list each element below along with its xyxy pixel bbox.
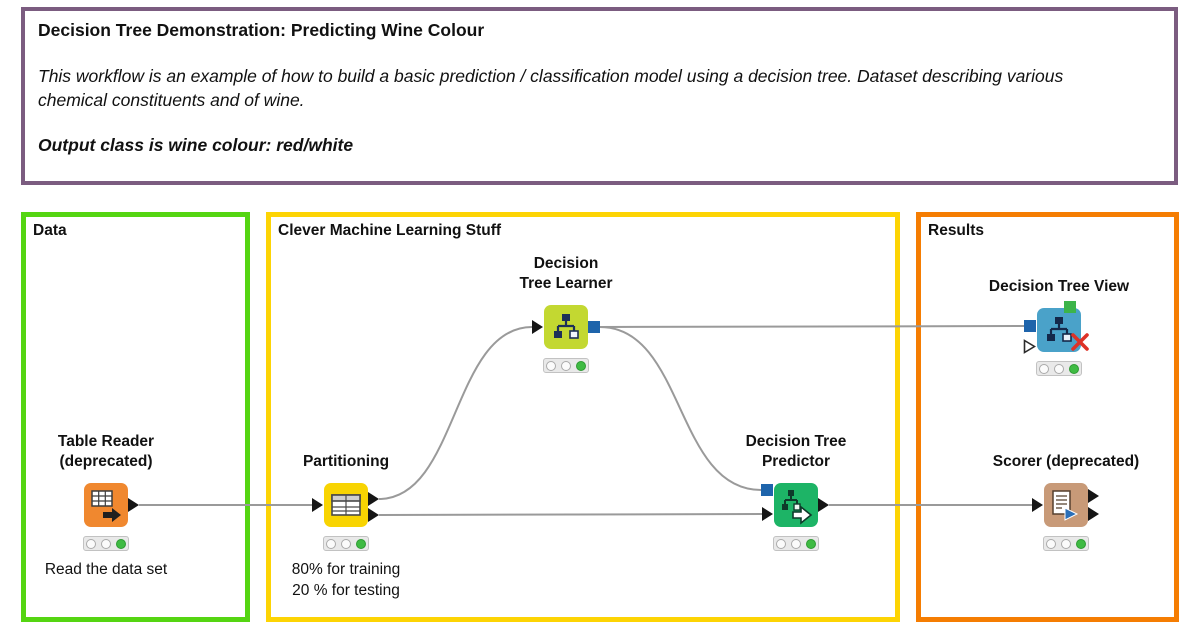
status-dot-green [116, 538, 126, 549]
input-port[interactable] [312, 498, 323, 512]
output-port[interactable] [818, 498, 829, 512]
caption-line: Read the data set [44, 561, 168, 578]
view-output-port[interactable] [1064, 301, 1076, 313]
output-port[interactable] [128, 498, 139, 512]
status-dot [776, 538, 786, 549]
node-partitioning: Partitioning 80% for training 20 % for t… [292, 453, 401, 599]
node-label-line: Decision Tree View [988, 278, 1130, 295]
node-label-line: Predictor [761, 453, 831, 470]
output-port-bottom[interactable] [368, 508, 379, 522]
node-decision-tree-view: Decision Tree View [989, 278, 1129, 376]
node-decision-tree-predictor: Decision Tree Predictor [746, 433, 846, 551]
decision-tree-predictor-icon[interactable] [774, 483, 818, 527]
status-dot [101, 538, 111, 549]
status-dot-green [356, 538, 366, 549]
caption-line: 20 % for testing [292, 582, 400, 599]
output-port-top[interactable] [368, 492, 379, 506]
traffic-light-status [323, 536, 369, 551]
status-dot-green [576, 360, 586, 371]
group-label-results: Results [928, 222, 984, 239]
status-dot [326, 538, 336, 549]
node-label-decision-tree-learner: Decision Tree Learner [471, 254, 661, 294]
status-dot [1054, 363, 1064, 374]
traffic-light-status [1036, 361, 1082, 376]
group-label-data: Data [33, 222, 67, 239]
node-label-partitioning: Partitioning [251, 452, 441, 472]
node-label-table-reader: Table Reader (deprecated) [11, 432, 201, 472]
node-table-reader: Table Reader (deprecated) Read the data … [45, 433, 167, 578]
group-box-machine-learning[interactable]: Clever Machine Learning Stuff [266, 212, 900, 622]
annotation-footer: Output class is wine colour: red/white [38, 135, 354, 155]
traffic-light-status [543, 358, 589, 373]
status-dot-green [806, 538, 816, 549]
workflow-annotation[interactable]: Decision Tree Demonstration: Predicting … [21, 7, 1178, 185]
annotation-title: Decision Tree Demonstration: Predicting … [38, 20, 485, 40]
annotation-body: This workflow is an example of how to bu… [38, 66, 1064, 110]
status-dot-green [1076, 538, 1086, 549]
status-dot [86, 538, 96, 549]
node-caption: 80% for training 20 % for testing [241, 559, 451, 601]
status-dot [1061, 538, 1071, 549]
node-decision-tree-learner: Decision Tree Learner [519, 255, 613, 373]
table-reader-icon[interactable] [84, 483, 128, 527]
output-port-top[interactable] [1088, 489, 1099, 503]
node-label-line: Tree Learner [519, 275, 613, 292]
traffic-light-status [773, 536, 819, 551]
node-label-line: Table Reader [57, 433, 155, 450]
status-dot [341, 538, 351, 549]
model-output-port[interactable] [588, 321, 600, 333]
node-label-line: Decision [533, 255, 599, 272]
model-input-port[interactable] [761, 484, 773, 496]
node-scorer: Scorer (deprecated) [993, 453, 1139, 551]
input-port[interactable] [762, 507, 773, 521]
input-port[interactable] [532, 320, 543, 334]
status-dot [1039, 363, 1049, 374]
status-dot [546, 360, 556, 371]
traffic-light-status [83, 536, 129, 551]
model-input-port[interactable] [1024, 320, 1036, 332]
error-x-icon [1070, 332, 1090, 352]
status-dot [791, 538, 801, 549]
group-label-machine-learning: Clever Machine Learning Stuff [278, 222, 502, 239]
node-label-line: Scorer (deprecated) [992, 453, 1140, 470]
node-label-line: (deprecated) [59, 453, 153, 470]
group-box-data[interactable]: Data [21, 212, 250, 622]
status-dot-green [1069, 363, 1079, 374]
partitioning-icon[interactable] [324, 483, 368, 527]
node-label-decision-tree-predictor: Decision Tree Predictor [701, 432, 891, 472]
node-label-line: Partitioning [302, 453, 390, 470]
decision-tree-view-icon[interactable] [1037, 308, 1081, 352]
node-label-line: Decision Tree [745, 433, 847, 450]
node-label-scorer: Scorer (deprecated) [971, 452, 1161, 472]
output-port-bottom[interactable] [1088, 507, 1099, 521]
node-label-decision-tree-view: Decision Tree View [964, 277, 1154, 297]
traffic-light-status [1043, 536, 1089, 551]
status-dot [1046, 538, 1056, 549]
optional-input-port[interactable] [1023, 339, 1037, 354]
node-caption: Read the data set [1, 559, 211, 580]
scorer-icon[interactable] [1044, 483, 1088, 527]
status-dot [561, 360, 571, 371]
input-port[interactable] [1032, 498, 1043, 512]
decision-tree-learner-icon[interactable] [544, 305, 588, 349]
group-box-results[interactable]: Results [916, 212, 1179, 622]
caption-line: 80% for training [291, 561, 401, 578]
